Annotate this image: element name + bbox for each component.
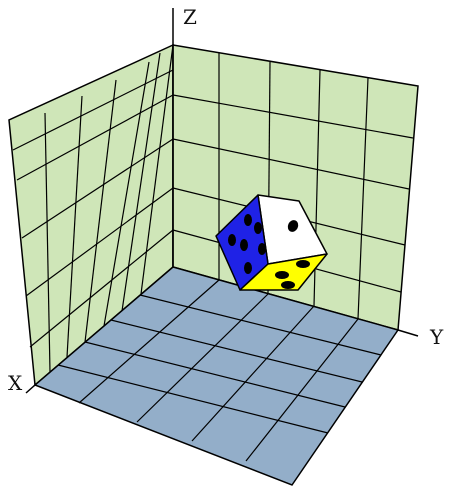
pip	[240, 239, 248, 251]
z-axis-label: Z	[183, 5, 197, 29]
x-axis-label: X	[8, 371, 23, 395]
die-top-pips	[287, 220, 299, 232]
y-axis-line	[397, 329, 419, 337]
x-axis-line	[25, 384, 36, 394]
pip	[258, 243, 266, 255]
axes	[25, 8, 419, 394]
pip	[275, 271, 289, 279]
pip	[296, 260, 310, 268]
pip	[287, 220, 299, 232]
pip	[228, 234, 236, 246]
die-left-pips	[228, 214, 266, 274]
pip	[254, 222, 262, 234]
die-right-pips	[275, 260, 310, 289]
pip	[281, 281, 295, 289]
pip	[244, 262, 252, 274]
x-y-floor-grid	[57, 279, 382, 462]
pip	[244, 214, 252, 226]
die	[215, 194, 328, 291]
x-z-wall	[8, 43, 174, 387]
y-axis-label: Y	[429, 325, 444, 349]
x-z-wall-grid	[12, 44, 174, 373]
